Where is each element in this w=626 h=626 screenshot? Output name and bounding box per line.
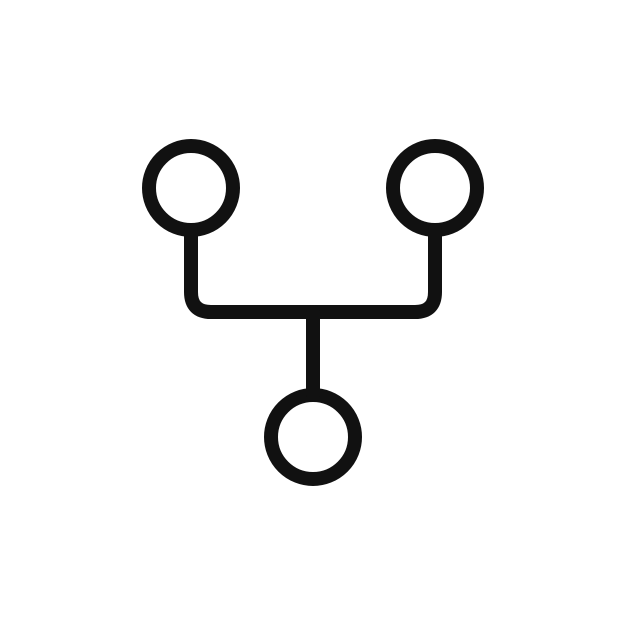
- top-right-node-icon: [386, 139, 484, 237]
- top-left-node-icon: [142, 139, 240, 237]
- connector-branch-line: [184, 223, 442, 319]
- bottom-node-icon: [264, 388, 362, 486]
